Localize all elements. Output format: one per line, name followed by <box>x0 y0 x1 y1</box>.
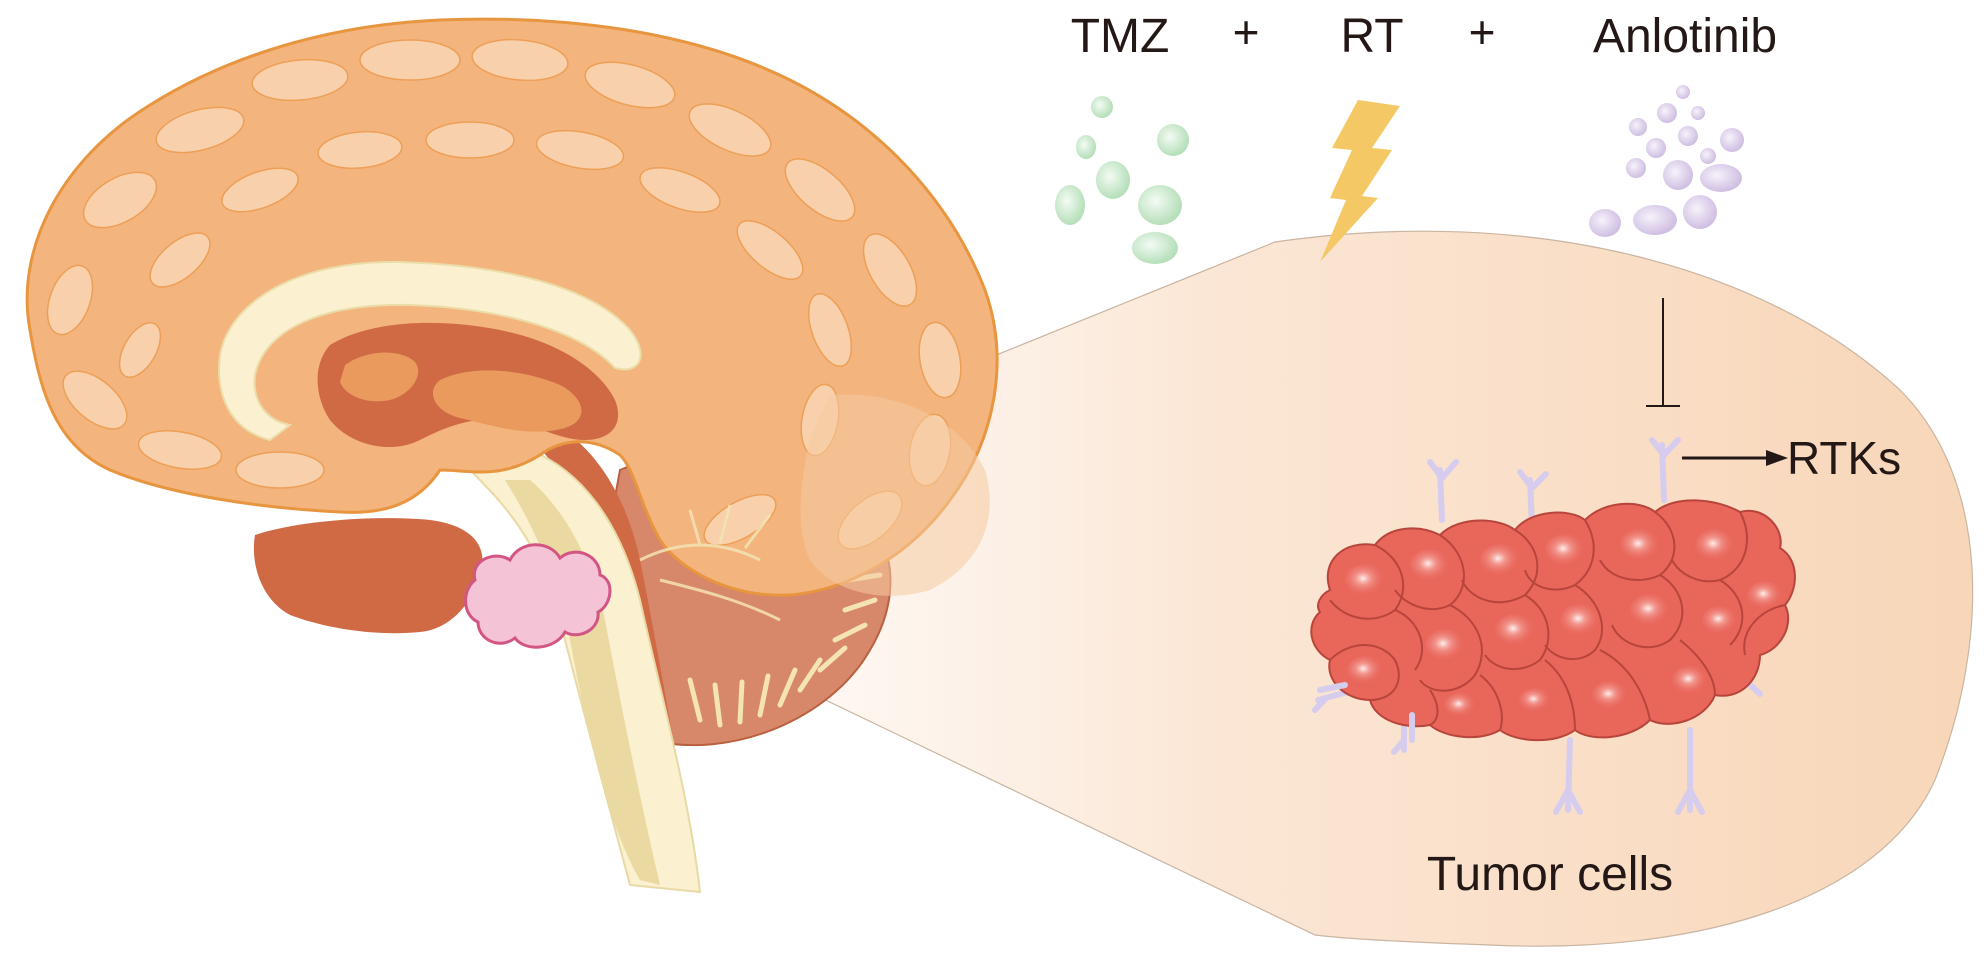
tumor-cell-highlights <box>1345 529 1783 717</box>
inhibition-bar-icon <box>1646 298 1680 407</box>
caudate <box>340 352 419 402</box>
treatment-header: TMZ + RT + Anlotinib <box>1071 6 1777 63</box>
green-bubbles-icon <box>1055 96 1189 264</box>
lightning-bolt-icon <box>1320 100 1400 262</box>
midbrain <box>253 518 483 634</box>
brain-sagittal-illustration <box>25 17 999 894</box>
cerebellum-folia <box>687 572 883 728</box>
thalamus <box>432 370 582 432</box>
label-tumor-cells: Tumor cells <box>1427 848 1673 901</box>
tumor-cell-bodies <box>1329 511 1786 731</box>
rtk-receptors-front <box>1317 682 1415 743</box>
arbor-vitae <box>639 504 781 622</box>
label-anlotinib: Anlotinib <box>1593 10 1777 63</box>
corpus-callosum <box>218 260 642 442</box>
gyri <box>46 38 962 550</box>
tumor-cells-cluster <box>1310 499 1796 742</box>
label-rt: RT <box>1340 10 1403 63</box>
label-tmz: TMZ <box>1071 10 1170 63</box>
label-plus-1: + <box>1233 6 1260 58</box>
spinal-cord-core <box>505 480 660 885</box>
purple-bubbles-icon <box>1589 85 1744 237</box>
label-rtks: RTKs <box>1787 432 1901 484</box>
label-plus-2: + <box>1469 6 1496 58</box>
arrow-right-icon <box>1682 450 1788 466</box>
temporal-lobe-overlay <box>800 394 990 596</box>
brain-tumor <box>464 543 612 649</box>
